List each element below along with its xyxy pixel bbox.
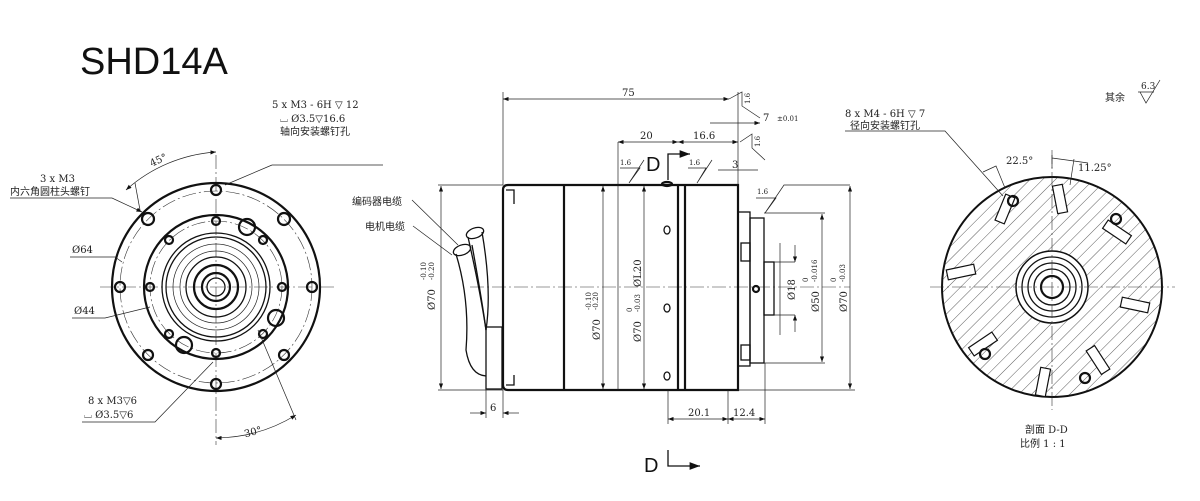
motor-cable-label: 电机电缆	[365, 220, 405, 233]
roughness-1: 1.6	[744, 92, 752, 104]
dia-body2-tol-lower: -0.03	[634, 294, 642, 312]
encoder-cable-label: 编码器电缆	[352, 195, 402, 208]
dim-20-1-label: 20.1	[688, 408, 710, 419]
dia-body2-label: Ø70	[633, 321, 644, 342]
roughness-label: 其余	[1105, 91, 1125, 104]
angle-22-5-label: 22.5°	[1006, 156, 1033, 167]
dia-50-label: Ø50	[811, 291, 822, 312]
front-view: 5 x M3 - 6H ▽ 12 ⌴ Ø3.5▽16.6 轴向安装螺钉孔 3 x…	[10, 100, 383, 445]
dim-16-6-label: 16.6	[693, 131, 715, 142]
bottom-holes-counterbore: ⌴ Ø3.5▽6	[84, 410, 133, 421]
bottom-holes-spec: 8 x M3▽6	[88, 396, 137, 407]
dia-64-label: Ø64	[72, 245, 93, 256]
roughness-value: 6.3	[1141, 82, 1156, 92]
dia-right-tol-upper: 0	[830, 278, 838, 282]
dia-left-tol-lower: -0.20	[428, 262, 436, 280]
angle-11-25-label: 11.25°	[1078, 163, 1112, 174]
drawing-title: SHD14A	[80, 41, 228, 83]
section-scale: 比例 1 : 1	[1020, 437, 1066, 450]
section-mark-top: D	[646, 154, 660, 176]
axial-holes-counterbore: ⌴ Ø3.5▽16.6	[280, 114, 345, 125]
roughness-symbol-icon	[1138, 79, 1161, 104]
dia-body2-tol-upper: 0	[626, 308, 634, 312]
angle-30-label: 30°	[243, 425, 263, 440]
roughness-4: 1.6	[689, 159, 701, 167]
general-roughness-note: 其余 6.3	[1105, 79, 1161, 104]
dia-50-tol-upper: 0	[802, 278, 810, 282]
dia-left-label: Ø70	[427, 289, 438, 310]
dia-body1-tol-upper: -0.10	[585, 292, 593, 310]
dim-7-label: 7	[763, 113, 769, 124]
dim-3-label: 3	[732, 160, 738, 171]
dia-44-label: Ø44	[74, 306, 95, 317]
dia-18-label: Ø18	[787, 279, 798, 300]
dia-right-label: Ø70	[839, 291, 850, 312]
dim-75-label: 75	[622, 88, 635, 99]
radial-holes-spec: 8 x M4 - 6H ▽ 7	[845, 109, 925, 120]
dim-6-label: 6	[490, 403, 496, 414]
dia-l20-label: ØL20	[633, 259, 644, 287]
section-view: 8 x M4 - 6H ▽ 7 径向安装螺钉孔 22.5° 11.25° 剖面 …	[845, 109, 1175, 450]
dia-body1-label: Ø70	[592, 319, 603, 340]
roughness-2: 1.6	[754, 135, 762, 147]
section-mark-bottom: D	[644, 455, 658, 477]
dim-20-label: 20	[640, 131, 653, 142]
screws-label: 内六角圆柱头螺钉	[10, 185, 90, 198]
dim-12-4-label: 12.4	[733, 408, 755, 419]
roughness-5: 1.6	[757, 188, 769, 196]
radial-holes	[945, 183, 1151, 398]
dim-7-tolerance: ±0.01	[777, 115, 798, 123]
roughness-marks: 1.6 1.6 1.6 1.6 1.6	[620, 91, 850, 214]
dia-body1-tol-lower: -0.20	[592, 292, 600, 310]
dia-right-tol-lower: -0.03	[839, 264, 847, 282]
dia-left-tol-upper: -0.10	[420, 262, 428, 280]
axial-holes-label: 轴向安装螺钉孔	[280, 125, 350, 138]
roughness-3: 1.6	[620, 159, 632, 167]
screws-spec: 3 x M3	[40, 174, 75, 185]
side-view: 编码器电缆 电机电缆 75 20 16.6 3 7 ±0.01 1.6 1.6 …	[352, 88, 855, 477]
angle-45-label: 45°	[148, 152, 169, 169]
section-caption: 剖面 D-D	[1025, 423, 1068, 436]
dia-50-tol-lower: -0.016	[811, 259, 819, 282]
axial-holes-spec: 5 x M3 - 6H ▽ 12	[272, 100, 359, 111]
radial-holes-label: 径向安装螺钉孔	[850, 119, 920, 132]
